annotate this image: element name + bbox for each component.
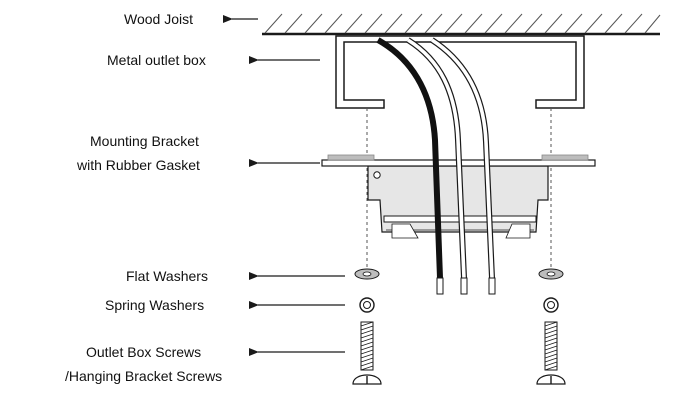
wires [376,37,496,295]
label-hanging-bracket-screws: /Hanging Bracket Screws [65,368,223,384]
gasket-left [327,154,375,161]
screw-left [352,321,382,385]
label-spring-washers: Spring Washers [105,297,205,313]
metal-outlet-box [335,35,585,109]
label-outlet-box-screws: Outlet Box Screws [86,344,202,360]
label-flat-washers: Flat Washers [126,268,208,284]
left-hardware [352,268,382,385]
screw-right [536,321,566,385]
label-mounting-bracket: Mounting Bracket [90,133,199,149]
alignment-lines [366,108,552,268]
label-wood-joist: Wood Joist [124,11,193,27]
label-metal-outlet-box: Metal outlet box [107,52,206,68]
right-hardware [536,268,566,385]
wood-joist [262,13,661,36]
leader-arrows [223,15,345,356]
label-rubber-gasket: with Rubber Gasket [77,157,200,173]
gasket-right [541,154,589,161]
